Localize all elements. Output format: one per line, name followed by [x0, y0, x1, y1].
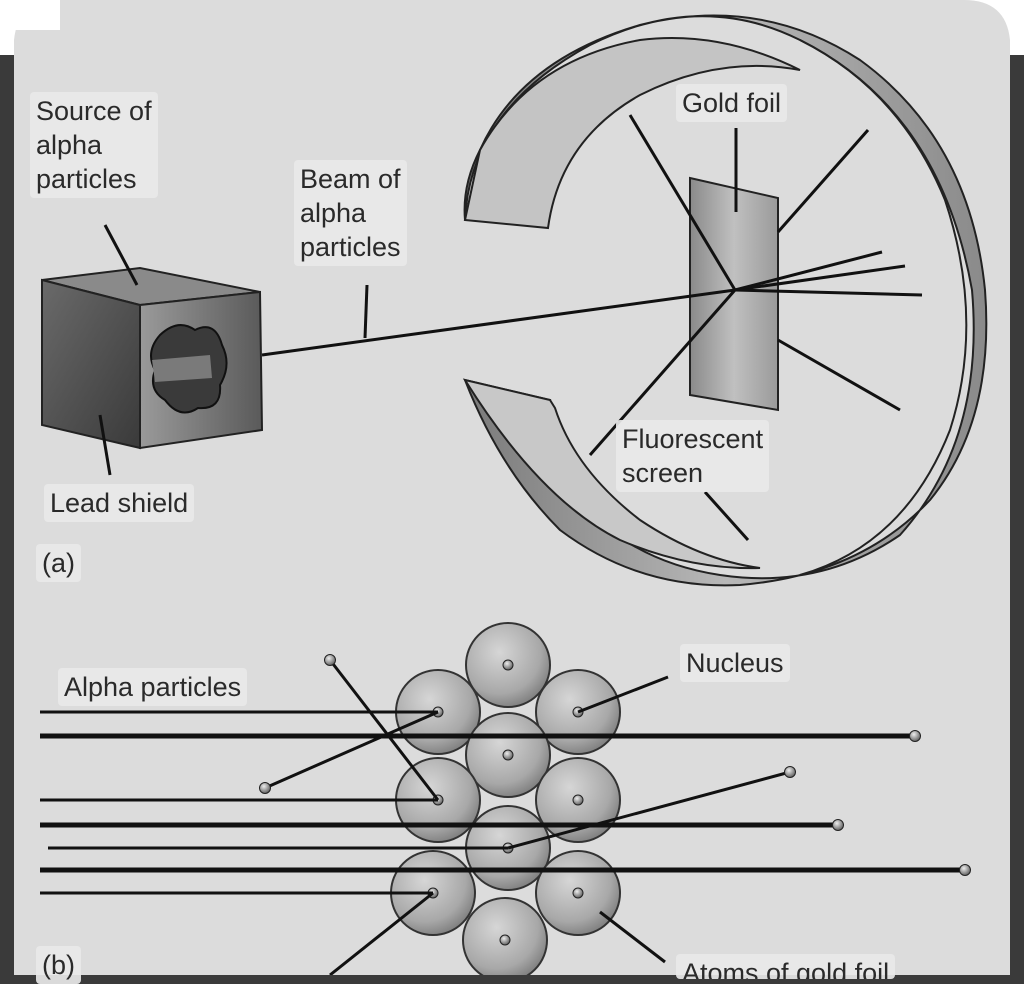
source-label: Source of alpha particles [30, 92, 158, 198]
nucleus-dot [502, 749, 514, 761]
lead-shield-box [41, 266, 264, 450]
alpha-tracks [40, 659, 965, 975]
nucleus-dot [502, 659, 514, 671]
beam-label: Beam of alpha particles [294, 160, 407, 266]
fluorescent-screen-label: Fluorescent screen [616, 420, 770, 492]
alpha-particles-label: Alpha particles [58, 668, 248, 706]
gold-foil-label: Gold foil [676, 84, 788, 122]
part-a-label: (a) [36, 544, 81, 582]
top-panel [0, 0, 1024, 55]
nucleus-dot [572, 794, 584, 806]
alpha-particle-tip [909, 730, 921, 742]
gold-foil [689, 176, 779, 412]
alpha-particle-tip [324, 654, 336, 666]
alpha-particle-tip [784, 766, 796, 778]
alpha-particle-tip [832, 819, 844, 831]
fluorescent-screen-ring [462, 14, 988, 587]
atoms-label: Atoms of gold foil [676, 954, 896, 979]
nucleus-dot [572, 887, 584, 899]
part-b-label: (b) [36, 946, 81, 984]
lead-shield-label: Lead shield [44, 484, 195, 522]
alpha-particle-tip [259, 782, 271, 794]
alpha-endpoints [259, 654, 971, 876]
nucleus-dot [499, 934, 511, 946]
nucleus-label: Nucleus [680, 644, 790, 682]
scatter-lines [261, 114, 923, 542]
pointer-lines-a [98, 224, 139, 476]
alpha-particle-tip [959, 864, 971, 876]
